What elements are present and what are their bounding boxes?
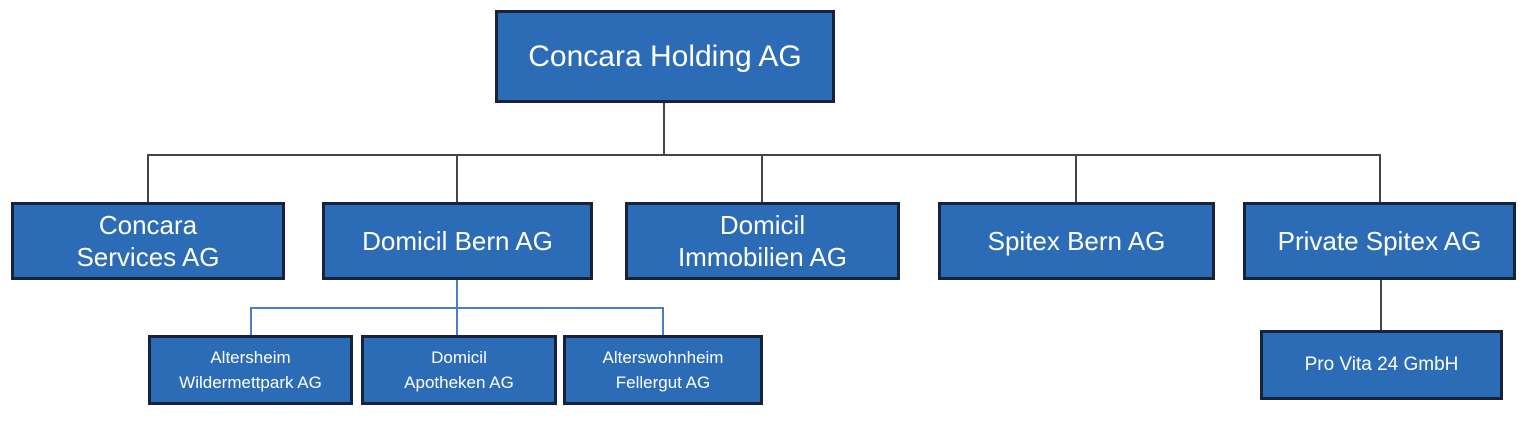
org-node-spitex-label: Spitex Bern AG bbox=[987, 225, 1166, 256]
org-node-fellergut: Alterswohnheim Fellergut AG bbox=[563, 335, 763, 405]
org-node-fellergut-label-line2: Fellergut AG bbox=[615, 373, 711, 392]
connector-drop-fellergut bbox=[662, 307, 664, 335]
org-node-spitex: Spitex Bern AG bbox=[938, 202, 1215, 280]
connector-holding-down bbox=[663, 103, 665, 155]
connector-drop-apotheken bbox=[456, 307, 458, 335]
org-node-holding: Concara Holding AG bbox=[495, 10, 835, 103]
connector-drop-immobilien bbox=[761, 154, 763, 202]
org-node-wildermettpark: Altersheim Wildermettpark AG bbox=[148, 335, 353, 405]
connector-private-provita bbox=[1380, 280, 1382, 330]
org-node-immobilien-label-line1: Domicil bbox=[719, 209, 806, 240]
org-node-apotheken-label-line2: Apotheken AG bbox=[404, 373, 514, 392]
org-node-private-label: Private Spitex AG bbox=[1277, 225, 1482, 256]
org-node-private: Private Spitex AG bbox=[1243, 202, 1516, 280]
org-node-apotheken: Domicil Apotheken AG bbox=[361, 335, 557, 405]
connector-drop-services bbox=[147, 154, 149, 202]
connector-bern-riser bbox=[456, 280, 458, 308]
connector-drop-wildermettpark bbox=[250, 307, 252, 335]
org-node-services-label-line2: Services AG bbox=[76, 242, 220, 272]
org-node-bern: Domicil Bern AG bbox=[322, 202, 593, 280]
org-node-services-label-line1: Concara bbox=[98, 209, 198, 240]
org-node-provita-label: Pro Vita 24 GmbH bbox=[1304, 353, 1459, 375]
connector-drop-spitex bbox=[1075, 154, 1077, 202]
connector-drop-bern bbox=[456, 154, 458, 202]
org-node-wildermettpark-label-line2: Wildermettpark AG bbox=[179, 373, 322, 392]
connector-drop-private bbox=[1379, 154, 1381, 202]
org-node-apotheken-label-line1: Domicil bbox=[431, 347, 487, 367]
org-node-immobilien: Domicil Immobilien AG bbox=[625, 202, 900, 280]
connector-level2-bus bbox=[147, 154, 1381, 156]
org-node-bern-label: Domicil Bern AG bbox=[362, 225, 553, 256]
org-node-immobilien-label-line2: Immobilien AG bbox=[677, 242, 848, 272]
org-node-services: Concara Services AG bbox=[11, 202, 285, 280]
org-node-provita: Pro Vita 24 GmbH bbox=[1260, 330, 1503, 400]
org-node-holding-label: Concara Holding AG bbox=[528, 39, 802, 73]
org-node-fellergut-label-line1: Alterswohnheim bbox=[602, 347, 724, 367]
org-node-wildermettpark-label-line1: Altersheim bbox=[210, 347, 291, 367]
